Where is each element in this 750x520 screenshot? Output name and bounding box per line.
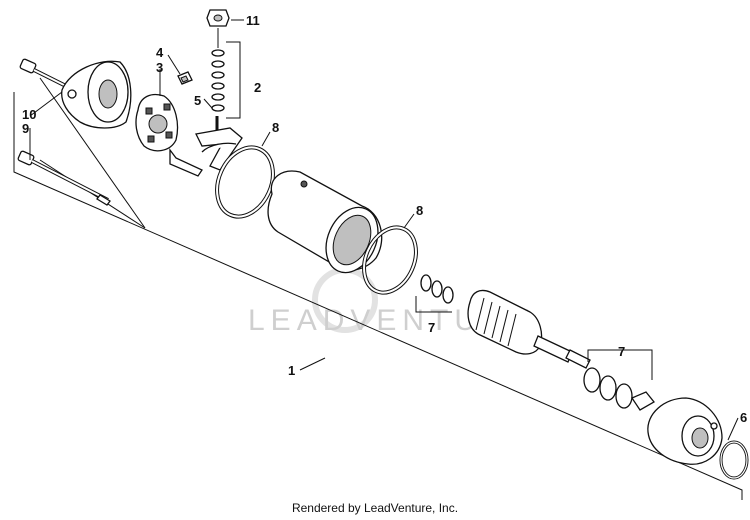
callout-7-right: 7 [618,344,625,359]
footer-credit: Rendered by LeadVenture, Inc. [292,501,458,515]
callout-4: 4 [156,45,164,60]
rear-end-cover[interactable] [61,60,132,129]
callout-3: 3 [156,60,163,75]
armature[interactable] [467,289,591,369]
o-ring-left[interactable] [207,139,284,226]
thrust-washers-left[interactable] [420,274,454,304]
mounting-screw[interactable] [19,58,67,88]
assembly-bracket [13,77,743,500]
callout-7-left: 7 [428,320,435,335]
brush-holder-plate[interactable] [135,93,203,177]
terminal-clip[interactable] [177,71,193,85]
callout-5: 5 [194,93,201,108]
front-housing[interactable] [647,397,723,465]
terminal-stud-assembly[interactable] [195,116,243,171]
thrust-washers-right[interactable] [583,367,655,411]
callout-2: 2 [254,80,261,95]
washer-stack[interactable] [211,49,225,112]
front-o-ring[interactable] [719,440,749,480]
callout-8-right: 8 [416,203,423,218]
o-ring-right[interactable] [354,219,426,301]
callout-6: 6 [740,410,747,425]
callout-8-left: 8 [272,120,279,135]
leader-lines [29,19,739,441]
hex-nut[interactable] [206,9,230,27]
callout-1: 1 [288,363,295,378]
callout-labels: 1 2 3 4 5 6 7 7 8 8 9 10 11 [22,13,747,425]
yoke-housing[interactable] [267,170,388,281]
callout-10: 10 [22,107,36,122]
callout-11: 11 [246,13,260,28]
callout-9: 9 [22,121,29,136]
through-bolt[interactable] [17,150,111,206]
